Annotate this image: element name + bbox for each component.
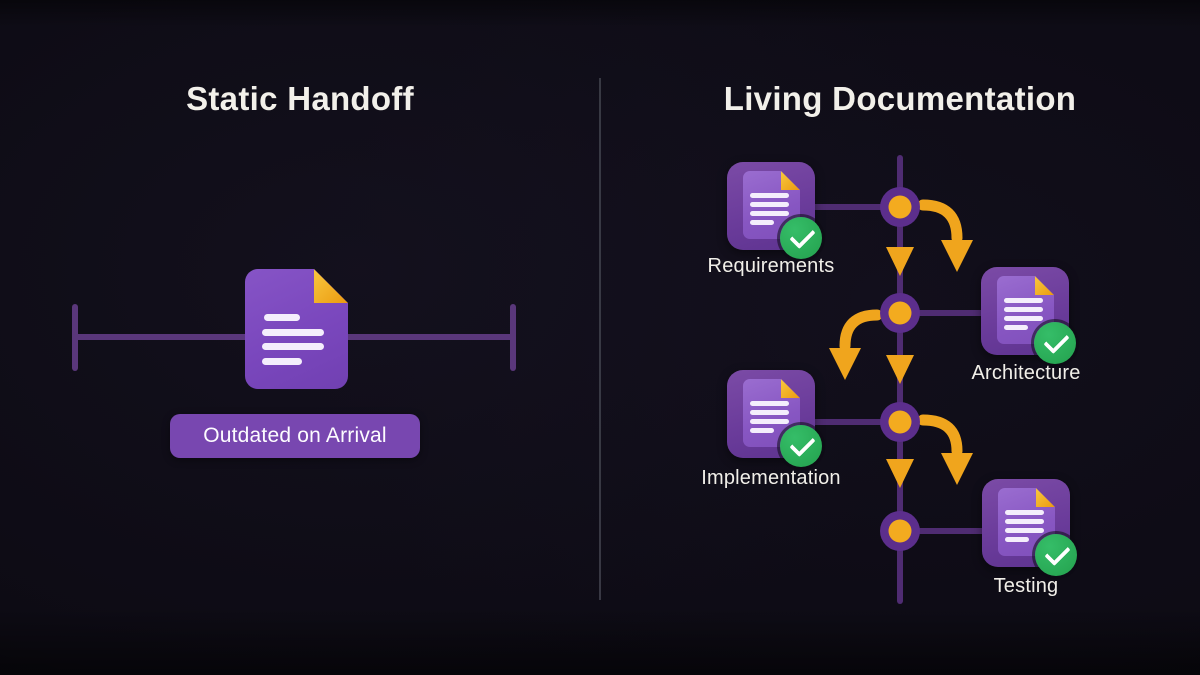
stage-label-requirements: Requirements [707, 255, 835, 277]
outdated-caption-badge: Outdated on Arrival [170, 414, 420, 458]
doc-text-line [750, 419, 789, 424]
doc-text-line [1004, 298, 1043, 303]
doc-text-line [1005, 537, 1029, 542]
static-timeline-end-cap [510, 304, 516, 371]
doc-text-line [750, 211, 789, 216]
panel-divider [599, 78, 601, 600]
stage-card-requirements [727, 162, 822, 259]
doc-text-line [1004, 307, 1043, 312]
check-icon [1034, 322, 1076, 364]
doc-text-line [1004, 325, 1028, 330]
folded-corner-icon [781, 171, 800, 190]
stage-label-architecture: Architecture [971, 362, 1081, 384]
check-icon [780, 425, 822, 467]
check-icon [780, 217, 822, 259]
folded-corner-icon [314, 269, 348, 303]
stage-label-testing: Testing [993, 575, 1059, 597]
folded-corner-icon [781, 379, 800, 398]
doc-text-line [264, 314, 300, 321]
doc-text-line [1004, 316, 1043, 321]
left-panel-title: Static Handoff [186, 80, 414, 117]
doc-text-line [750, 220, 774, 225]
document-icon [245, 269, 348, 389]
curved-arrow-icon [839, 199, 963, 457]
folded-corner-icon [1035, 276, 1054, 295]
check-icon [1035, 534, 1077, 576]
timeline-node-icon [880, 187, 920, 551]
static-timeline-start-cap [72, 304, 78, 371]
stage-card-implementation [727, 370, 822, 467]
doc-text-line [1005, 528, 1044, 533]
stage-card-architecture [981, 267, 1076, 364]
doc-text-line [750, 401, 789, 406]
folded-corner-icon [1036, 488, 1055, 507]
doc-text-line [750, 428, 774, 433]
doc-text-line [750, 410, 789, 415]
doc-text-line [262, 343, 324, 350]
doc-text-line [1005, 510, 1044, 515]
stage-card-testing [982, 479, 1077, 576]
doc-text-line [262, 329, 324, 336]
right-panel-title: Living Documentation [723, 80, 1077, 117]
doc-text-line [1005, 519, 1044, 524]
arrow-down-icon [886, 247, 914, 488]
doc-text-line [750, 193, 789, 198]
doc-text-line [750, 202, 789, 207]
doc-text-line [262, 358, 302, 365]
stage-label-implementation: Implementation [701, 467, 841, 489]
